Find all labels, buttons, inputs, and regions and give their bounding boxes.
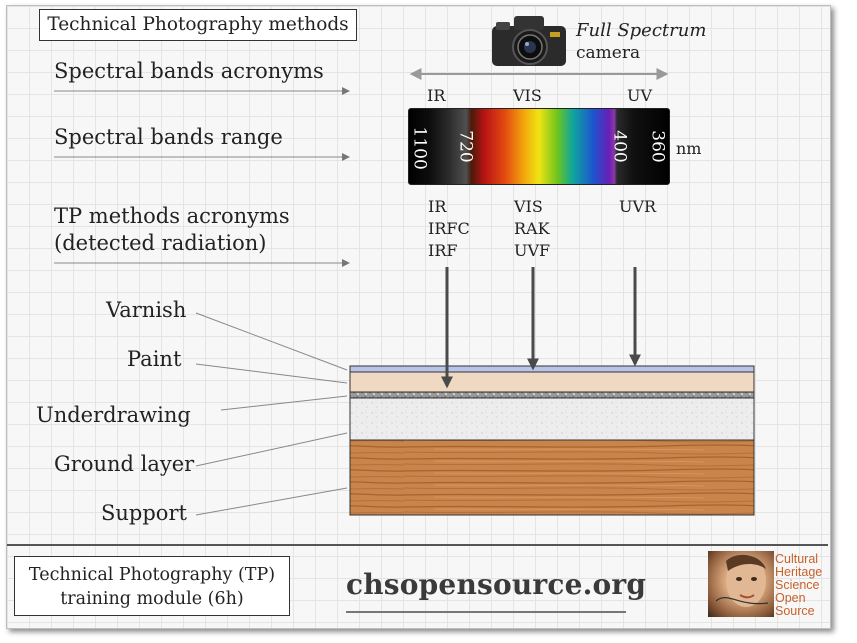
method-vis: VIS [514, 197, 543, 216]
band-vis: VIS [513, 86, 542, 105]
row-label-acronyms: Spectral bands acronyms [54, 59, 324, 83]
unit-label: nm [676, 139, 702, 158]
camera-sublabel: camera [576, 43, 641, 63]
row-label-methods: TP methods acronyms [54, 204, 290, 228]
layer-label-varnish: Varnish [106, 298, 187, 322]
module-line1: Technical Photography (TP) [28, 565, 276, 585]
layer-label-support: Support [101, 501, 187, 525]
band-ir: IR [427, 86, 446, 105]
method-ir: IR [428, 197, 447, 216]
module-box: Technical Photography (TP) training modu… [14, 556, 290, 616]
method-irfc: IRFC [428, 219, 470, 238]
row-label-methods-sub: (detected radiation) [54, 231, 267, 255]
method-rak: RAK [514, 219, 550, 238]
band-uv: UV [627, 86, 653, 105]
layer-label-paint: Paint [127, 347, 182, 371]
method-uvr: UVR [619, 197, 657, 216]
method-uvf: UVF [514, 241, 551, 260]
module-line2: training module (6h) [60, 589, 244, 609]
site-url[interactable]: chsopensource.org [346, 568, 647, 601]
page-title: Technical Photography methods [39, 9, 357, 41]
row-label-range: Spectral bands range [54, 125, 283, 149]
spectrum-strip [408, 108, 670, 185]
logo-portrait [708, 551, 774, 617]
camera-icon [492, 16, 566, 66]
method-irf: IRF [428, 241, 458, 260]
logo-text: Cultural Heritage Science Open Source [775, 552, 823, 618]
layer-label-underdrawing: Underdrawing [36, 403, 191, 427]
camera-label: Full Spectrum [576, 20, 707, 41]
layer-label-ground: Ground layer [54, 452, 195, 476]
